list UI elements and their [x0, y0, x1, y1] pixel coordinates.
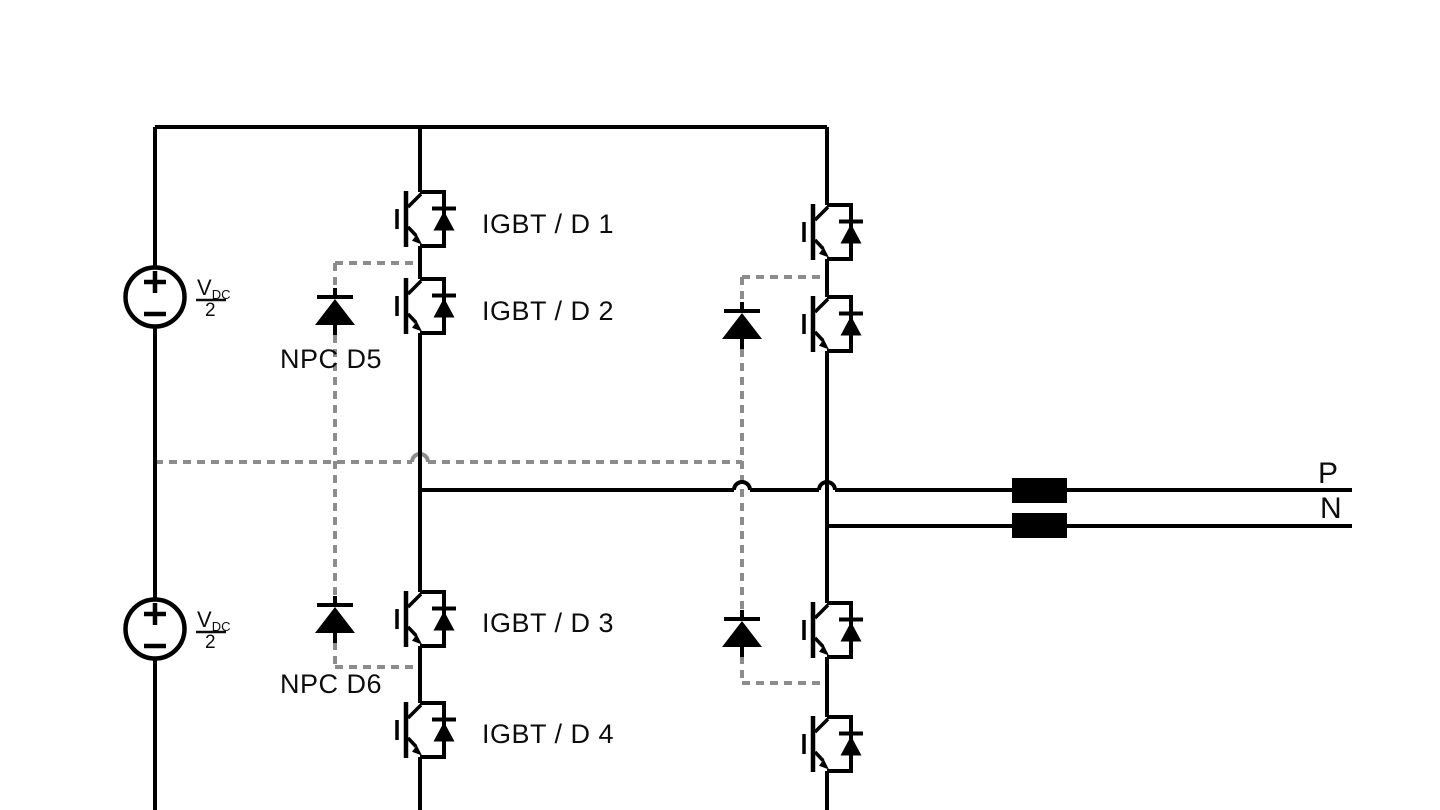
npc-diode-d6-symbol [313, 594, 357, 645]
vdc-upper-denominator: 2 [205, 300, 216, 321]
svg-text:VDC: VDC [197, 275, 230, 302]
vdc-lower-numerator: V [197, 607, 212, 632]
igbt-d3-label: IGBT / D 3 [482, 608, 614, 638]
npc-diode-right-upper-symbol [720, 300, 764, 351]
igbt-d3-symbol [397, 591, 456, 647]
igbt-right-2-symbol [804, 296, 863, 352]
vdc-label-lower: VDC 2 [196, 607, 230, 653]
npc-d5-label: NPC D5 [280, 344, 382, 374]
igbt-right-4-symbol [804, 716, 863, 772]
igbt-d4-label: IGBT / D 4 [482, 719, 614, 749]
n-output-label: N [1320, 492, 1342, 525]
vdc-lower-denominator: 2 [205, 632, 216, 653]
voltage-source-upper [126, 268, 185, 327]
p-wire-hop-over-dashed [732, 480, 752, 491]
igbt-d4-symbol [397, 702, 456, 758]
svg-text:VDC: VDC [197, 607, 230, 634]
vdc-lower-subscript: DC [212, 619, 231, 634]
voltage-source-lower [126, 600, 185, 659]
vdc-label-upper: VDC 2 [196, 275, 230, 321]
igbt-d1-symbol [397, 191, 456, 247]
igbt-d2-label: IGBT / D 2 [482, 296, 614, 326]
npc-diode-right-lower-symbol [720, 608, 764, 659]
vdc-upper-subscript: DC [212, 287, 231, 302]
igbt-right-1-symbol [804, 204, 863, 260]
npc-d6-label: NPC D6 [280, 669, 382, 699]
p-output-label: P [1318, 457, 1338, 490]
igbt-right-3-symbol [804, 602, 863, 658]
vdc-upper-numerator: V [197, 275, 212, 300]
igbt-d2-symbol [397, 278, 456, 334]
igbt-d1-label: IGBT / D 1 [482, 209, 614, 239]
p-wire-hop-over-right-leg [817, 480, 837, 491]
n-line-fuse-block [1012, 513, 1067, 538]
p-line-fuse-block [1012, 478, 1067, 503]
npc-diode-d5-symbol [313, 286, 357, 337]
